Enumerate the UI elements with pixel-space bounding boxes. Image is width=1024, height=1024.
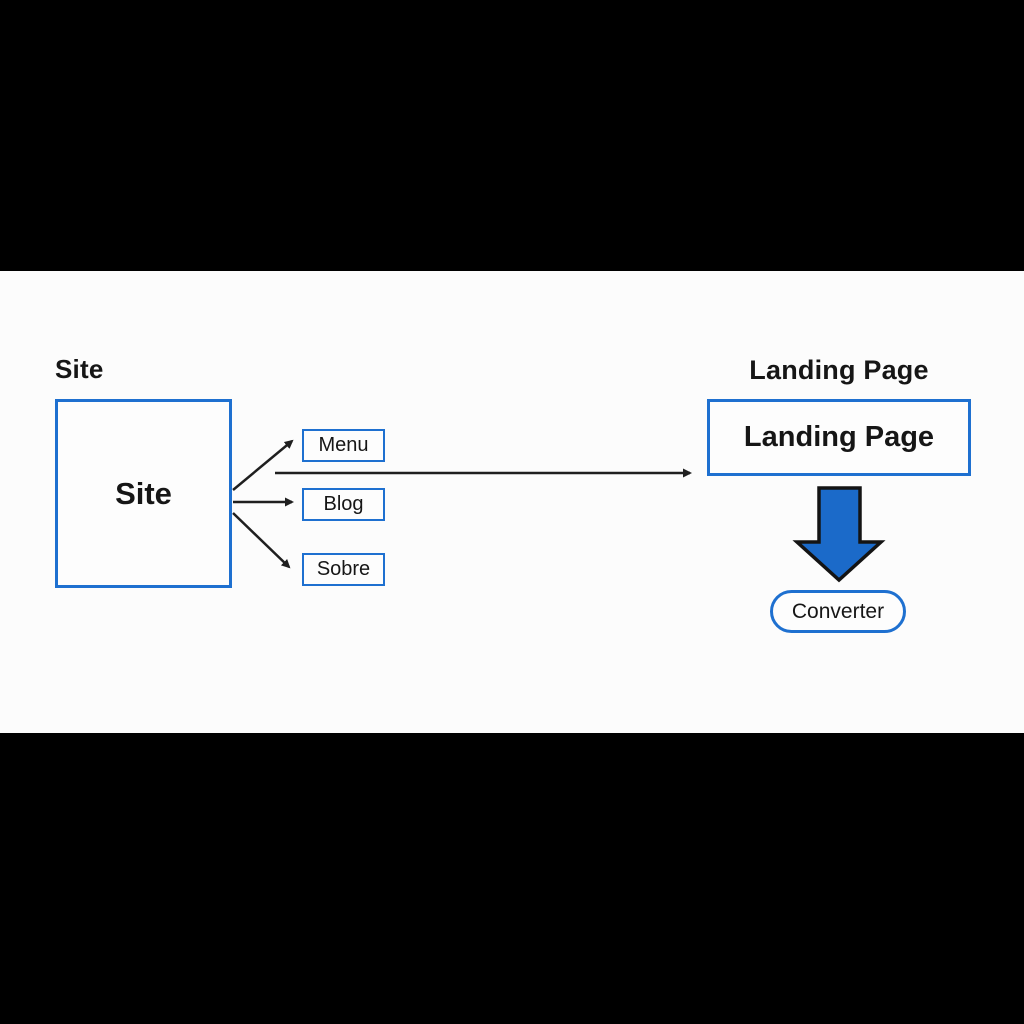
menu-box-label: Menu [318,434,369,456]
diagram-canvas: Site Site Menu Blog Sobre Landing Page L… [0,271,1024,733]
blog-box-label: Blog [323,493,364,515]
site-box: Site [55,399,232,588]
arrow-site-to-sobre [232,512,291,569]
site-child-box-blog: Blog [302,488,385,521]
connector-layer [232,439,886,583]
landing-page-box-label: Landing Page [743,421,935,453]
site-child-box-menu: Menu [302,429,385,462]
block-arrow-down-icon [792,486,886,583]
arrow-site-to-menu [232,439,294,491]
site-child-box-sobre: Sobre [302,553,385,586]
converter-label: Converter [791,599,885,623]
converter-pill: Converter [770,590,906,633]
landing-section-heading: Landing Page [749,355,929,385]
site-section-heading: Site [55,354,104,384]
landing-page-box: Landing Page [707,399,971,476]
letterbox-bottom [0,733,1024,1024]
sobre-box-label: Sobre [316,558,371,580]
letterbox-top [0,0,1024,271]
site-box-label: Site [115,475,172,511]
